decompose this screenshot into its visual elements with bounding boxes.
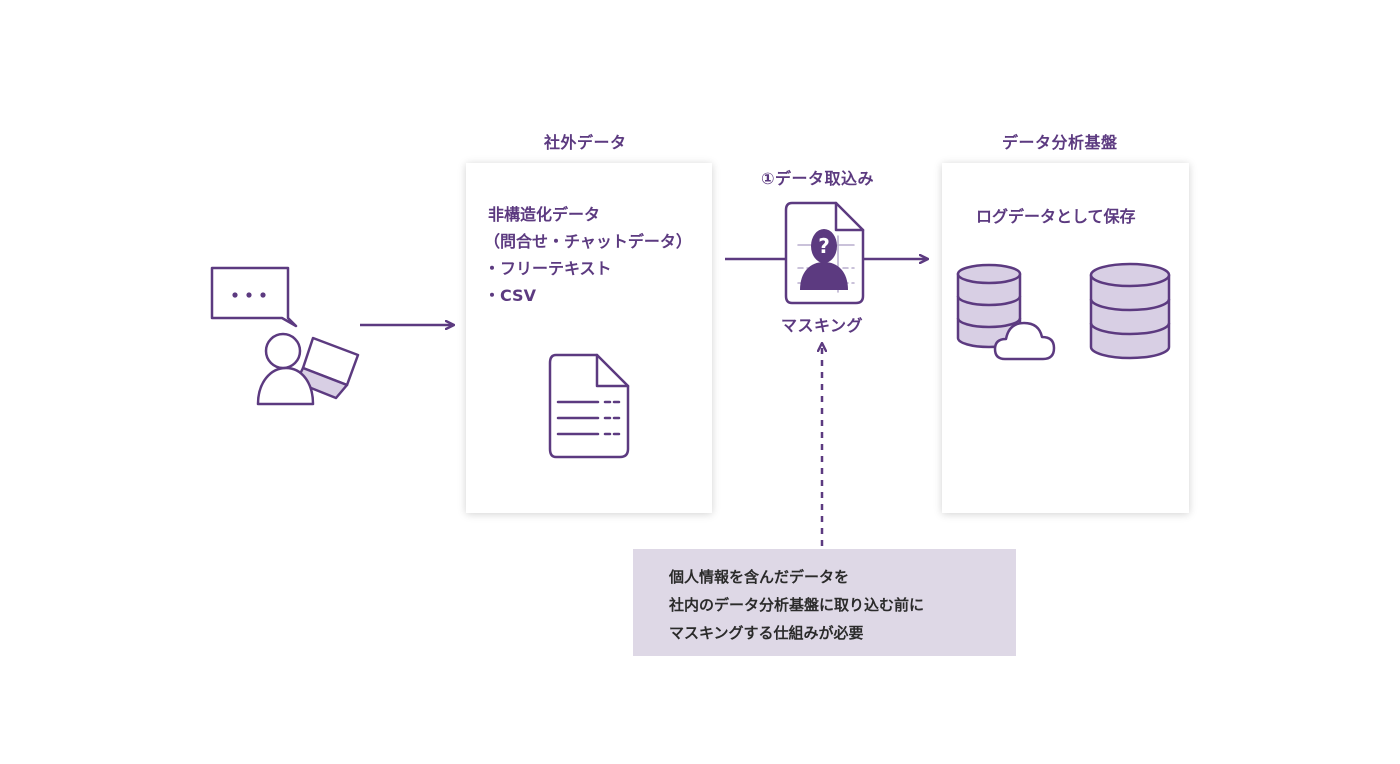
platform-title: データ分析基盤 <box>1002 133 1118 152</box>
cloud-icon <box>993 321 1056 361</box>
external-data-line-2: （問合せ・チャットデータ） <box>484 232 692 251</box>
user-icon <box>210 266 360 406</box>
svg-text:?: ? <box>818 234 830 258</box>
external-data-line-4: ・CSV <box>484 286 536 305</box>
masking-label: マスキング <box>781 316 864 335</box>
database-icon <box>956 263 1022 349</box>
database-icons <box>956 262 1171 361</box>
external-data-line-1: 非構造化データ <box>488 205 601 224</box>
document-icon <box>548 353 630 459</box>
ingest-step-title: ①データ取込み <box>761 169 875 188</box>
external-data-title: 社外データ <box>544 133 627 152</box>
requirement-note: 個人情報を含んだデータを 社内のデータ分析基盤に取り込む前に マスキングする仕組… <box>633 549 1016 656</box>
note-line-1: 個人情報を含んだデータを <box>669 568 850 586</box>
external-data-card: 非構造化データ （問合せ・チャットデータ） ・フリーテキスト ・CSV <box>466 163 712 513</box>
external-data-line-3: ・フリーテキスト <box>484 259 612 278</box>
platform-subtitle: ログデータとして保存 <box>976 207 1136 226</box>
database-icon-large <box>1089 262 1171 360</box>
note-line-3: マスキングする仕組みが必要 <box>669 624 864 642</box>
analytics-platform-card: ログデータとして保存 <box>942 163 1189 513</box>
note-line-2: 社内のデータ分析基盤に取り込む前に <box>669 596 925 614</box>
